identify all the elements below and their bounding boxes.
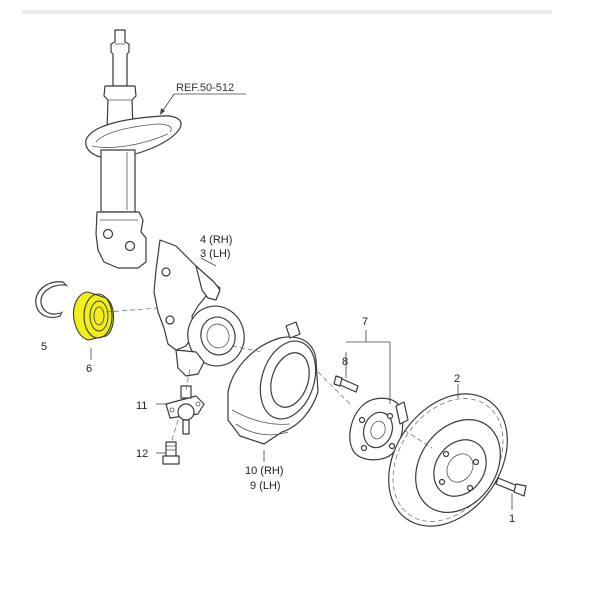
wheel-bearing [72,291,115,341]
top-divider [22,10,552,14]
hub-bolt [333,375,359,393]
callout-7: 7 [362,316,368,328]
reference-label: REF.50-512 [176,82,234,94]
reference-callout: REF.50-512 [160,82,246,115]
callout-1: 1 [509,513,515,525]
callout-5: 5 [41,341,47,353]
alignment-lines [105,307,433,449]
ball-joint [165,385,205,435]
callout-11: 11 [136,400,147,412]
disc-screw [495,477,527,497]
leader-lines [90,257,513,510]
dust-cover [227,321,319,445]
bearing-highlight [72,291,115,341]
strut-assembly [85,29,182,269]
wheel-hub [349,397,409,461]
callout-9: 9 (LH) [250,480,281,492]
callout-12: 12 [136,448,148,460]
callout-6: 6 [86,363,92,375]
callout-2: 2 [454,373,460,385]
callout-labels: 4 (RH) 3 (LH) 5 6 7 8 2 11 12 10 (RH) 9 … [41,234,515,525]
brake-disc [388,393,508,527]
bolt-12 [162,441,180,465]
callout-8: 8 [342,356,348,368]
steering-knuckle [153,239,245,377]
snap-ring [35,281,68,319]
callout-10: 10 (RH) [245,465,284,477]
callout-4: 4 (RH) [200,234,232,246]
callout-3: 3 (LH) [200,248,231,260]
